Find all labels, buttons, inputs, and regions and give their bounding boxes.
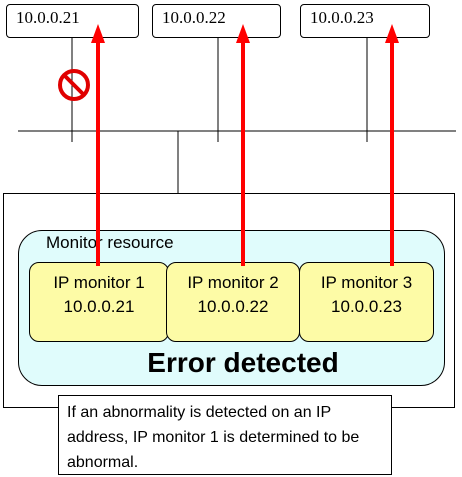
error-detected-label: Error detected — [147, 347, 339, 378]
monitor-ip: 10.0.0.23 — [331, 297, 402, 316]
monitor-name: IP monitor 1 — [53, 273, 145, 292]
ip-address-label: 10.0.0.23 — [310, 8, 374, 27]
prohibited-icon — [58, 69, 90, 101]
note-text: If an abnormality is detected on an IP a… — [67, 404, 360, 471]
note-box: If an abnormality is detected on an IP a… — [58, 395, 392, 475]
ip-address-label: 10.0.0.21 — [16, 8, 80, 27]
monitor-name: IP monitor 3 — [320, 273, 413, 292]
ip-monitor-3: IP monitor 3 10.0.0.23 — [299, 262, 434, 342]
ip-address-label: 10.0.0.22 — [162, 8, 226, 27]
monitor-name: IP monitor 2 — [187, 273, 279, 292]
ip-monitor-2: IP monitor 2 10.0.0.22 — [166, 262, 300, 342]
monitor-ip: 10.0.0.22 — [197, 297, 269, 316]
ip-address-box-1: 10.0.0.21 — [6, 4, 139, 38]
arrowhead-2 — [236, 24, 250, 43]
ip-monitor-1: IP monitor 1 10.0.0.21 — [29, 262, 169, 342]
monitor-ip: 10.0.0.21 — [63, 297, 135, 316]
arrowhead-1 — [91, 24, 105, 43]
arrowhead-3 — [385, 24, 399, 43]
ip-address-box-2: 10.0.0.22 — [152, 4, 281, 38]
ip-address-box-3: 10.0.0.23 — [300, 4, 430, 38]
monitor-resource-label: Monitor resource — [46, 233, 174, 252]
